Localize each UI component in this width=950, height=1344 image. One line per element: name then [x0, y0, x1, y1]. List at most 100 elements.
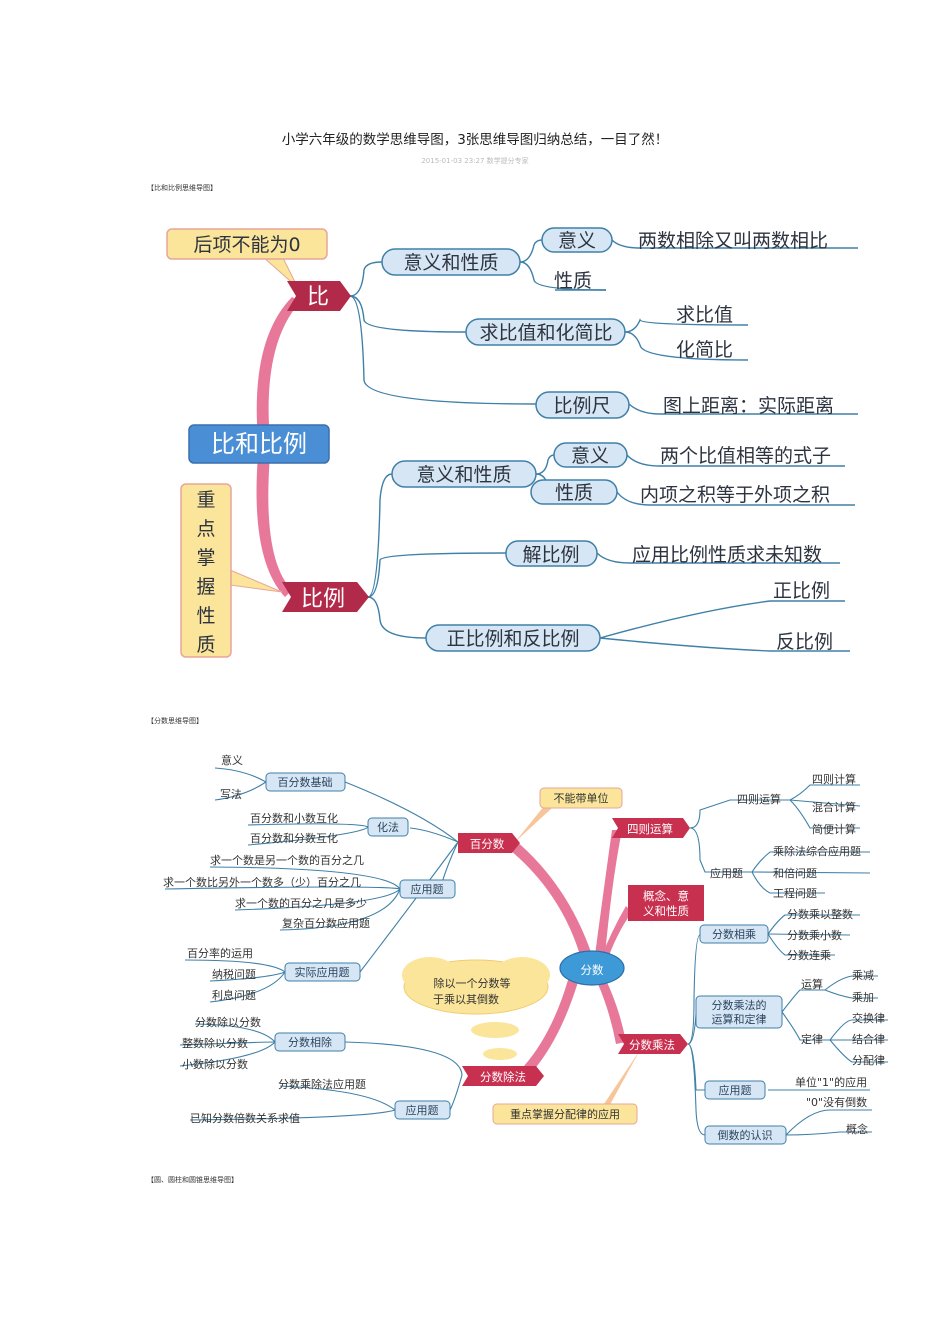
bili-props-text: 内项之积等于外项之积: [640, 484, 830, 506]
ops-arith-item: 简便计算: [812, 822, 856, 836]
mult-calc-item: 乘加: [852, 991, 874, 1004]
percent-convert-item: 百分数和小数互化: [250, 811, 338, 825]
cloud-note-line-1: 除以一个分数等: [434, 976, 511, 990]
mult-rules-item: 分配律: [852, 1054, 885, 1067]
node-div-word-label: 应用题: [406, 1103, 439, 1117]
ops-word-label: 应用题: [710, 866, 743, 880]
percent-practical-item: 百分率的运用: [187, 946, 253, 960]
node-bi-meaning-props: [381, 248, 521, 276]
node-mult-frac: [699, 924, 769, 944]
ops-word-item: 乘除法综合应用题: [773, 844, 861, 858]
bili-inverse: 反比例: [776, 631, 833, 653]
bi-scale-text: 图上距离：实际距离: [663, 395, 834, 417]
percent-writing: 写法: [220, 787, 242, 801]
node-percent-convert-label: 化法: [377, 820, 399, 834]
node-ops: [612, 818, 690, 838]
percent-word-items: 求一个数是另一个数的百分之几求一个数比另外一个数多（少）百分之几求一个数的百分之…: [163, 853, 370, 930]
node-mult-label: 分数乘法: [629, 1038, 675, 1052]
node-percent-label: 百分数: [470, 837, 505, 851]
note-side-char: 重: [196, 489, 215, 511]
node-div-label: 分数除法: [480, 1070, 526, 1084]
node-bili-props: [530, 479, 618, 505]
node-concept-label-2: 义和性质: [643, 904, 689, 918]
note-top-box: [166, 228, 328, 260]
mult-frac-item: 分数乘以整数: [787, 907, 853, 921]
node-div-frac-label: 分数相除: [288, 1035, 332, 1049]
ops-arith-item: 四则计算: [812, 772, 856, 786]
percent-practical-item: 利息问题: [212, 988, 256, 1002]
section-label-ratio: 【比和比例思维导图】: [147, 184, 217, 192]
ops-word-item: 和倍问题: [773, 866, 817, 880]
mult-rules-item: 结合律: [852, 1032, 885, 1046]
node-mult-law: [695, 995, 783, 1029]
node-bili-meaning-props: [391, 460, 537, 488]
node-mult-word-label: 应用题: [719, 1083, 752, 1097]
note-mult-box: [492, 1103, 638, 1125]
bi-ratio-value: 求比值: [676, 304, 733, 326]
div-frac-item: 整数除以分数: [182, 1036, 248, 1050]
node-percent-word-label: 应用题: [411, 882, 444, 896]
page-title: 小学六年级的数学思维导图，3张思维导图归纳总结，一目了然！: [281, 132, 669, 148]
node-concept-label-1: 概念、意: [643, 889, 689, 903]
node-bili-props-label: 性质: [555, 482, 593, 504]
node-bi-scale: [535, 391, 630, 419]
div-word-item: 分数乘除法应用题: [278, 1077, 366, 1091]
node-bili-meaning: [553, 442, 628, 468]
div-frac-item: 分数除以分数: [195, 1015, 261, 1029]
node-concept: [628, 885, 704, 921]
node-bi-meaning: [541, 227, 613, 253]
note-mult-text: 重点掌握分配律的应用: [510, 1107, 620, 1121]
note-side-char: 握: [196, 576, 215, 598]
center-node-fraction-label: 分数: [581, 963, 604, 977]
ops-arith-item: 混合计算: [812, 800, 856, 814]
div-frac-item: 小数除以分数: [182, 1057, 248, 1071]
node-bili: [282, 582, 369, 612]
note-side-char: 掌: [196, 547, 215, 569]
node-bi: [287, 281, 351, 311]
node-percent-word: [399, 879, 456, 899]
node-mult-word: [704, 1080, 766, 1100]
node-bi-meaning-props-label: 意义和性质: [403, 252, 498, 274]
mult-reciprocal-item: 概念: [846, 1122, 868, 1136]
branch-center-bi: [256, 297, 300, 440]
node-percent: [458, 833, 520, 853]
percent-word-item: 求一个数的百分之几是多少: [235, 896, 367, 910]
center-node-ratio-label: 比和比例: [211, 430, 307, 458]
center-node-ratio: [188, 424, 330, 464]
fraction-pink-branches: [505, 830, 632, 1072]
ops-arith-label: 四则运算: [737, 792, 781, 806]
mult-rules-label: 定律: [801, 1032, 823, 1046]
node-bi-label: 比: [307, 285, 329, 310]
center-node-fraction: [559, 950, 625, 986]
node-bi-meaning-label: 意义: [558, 230, 596, 252]
node-div: [462, 1066, 544, 1086]
node-bili-direct-inverse: [425, 624, 601, 652]
node-div-word: [394, 1100, 451, 1120]
node-mult-law-label-2: 运算和定律: [712, 1012, 767, 1026]
mult-frac-item: 分数乘小数: [787, 929, 842, 942]
node-div-frac: [274, 1032, 346, 1052]
page-meta: 2015-01-03 23:27 数学提分专家: [421, 157, 529, 165]
bi-meaning-text: 两数相除又叫两数相比: [638, 230, 828, 252]
node-bili-solve: [505, 540, 598, 567]
node-bili-meaning-label: 意义: [571, 445, 609, 467]
node-percent-practical-label: 实际应用题: [295, 965, 350, 979]
note-pointer-percent: [515, 805, 552, 842]
node-bili-direct-inverse-label: 正比例和反比例: [446, 628, 579, 650]
note-side-box: [180, 483, 232, 658]
node-mult-frac-label: 分数相乘: [712, 928, 756, 941]
node-mult-reciprocal: [704, 1125, 787, 1145]
node-bili-solve-label: 解比例: [522, 544, 579, 566]
percent-word-item: 求一个数是另一个数的百分之几: [210, 853, 364, 867]
bili-meaning-text: 两个比值相等的式子: [660, 445, 831, 467]
node-percent-basics: [265, 772, 346, 792]
